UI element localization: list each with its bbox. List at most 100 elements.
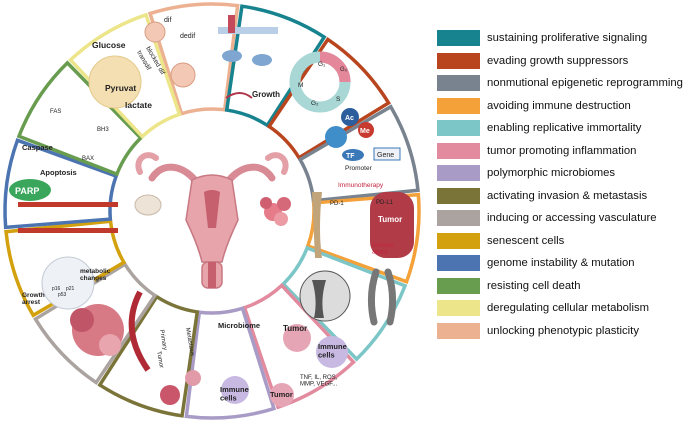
legend-label: deregulating cellular metabolism <box>487 302 650 315</box>
legend-item: unlocking phenotypic plasticity <box>437 320 682 343</box>
g2-label: G₂ <box>311 100 319 107</box>
legend-swatch <box>437 142 480 159</box>
immortality-panel <box>299 268 397 326</box>
legend-label: unlocking phenotypic plasticity <box>487 324 639 337</box>
gene-label: Gene <box>377 152 394 159</box>
legend-swatch <box>437 300 480 317</box>
legend-label: polymorphic microbiomes <box>487 167 616 180</box>
vasculature-panel <box>70 290 151 372</box>
immune-destruction-panel: Tumor Immunotherapy PD-1 PD-L1 T cell Im… <box>312 182 414 258</box>
legend-item: activating invasion & metastasis <box>437 185 682 208</box>
tumor-label: Tumor <box>378 215 402 224</box>
legend-swatch <box>437 322 480 339</box>
legend-item: senescent cells <box>437 230 682 253</box>
tumor-label-2: Tumor <box>283 324 307 333</box>
legend-label: resisting cell death <box>487 279 581 292</box>
cell-death-panel: FAS BH3 BAX Caspase Apoptosis <box>22 109 109 177</box>
legend-label: sustaining proliferative signaling <box>487 32 648 45</box>
promoter-label: Promoter <box>345 165 373 172</box>
parp-label: PARP <box>15 186 39 196</box>
pdl1-label: PD-L1 <box>376 200 394 206</box>
bax-label: BAX <box>82 156 94 162</box>
legend-label: tumor promoting inflammation <box>487 144 637 157</box>
legend-label: senescent cells <box>487 234 565 247</box>
proliferative-panel: Growth <box>218 15 280 99</box>
legend-label: activating invasion & metastasis <box>487 189 648 202</box>
legend-swatch <box>437 30 480 47</box>
legend-item: inducing or accessing vasculature <box>437 207 682 230</box>
legend-label: avoiding immune destruction <box>487 99 631 112</box>
wheel-segment <box>224 4 327 128</box>
legend-item: tumor promoting inflammation <box>437 140 682 163</box>
primary-tumor-label: PrimaryTumor <box>152 329 171 368</box>
legend-label: genome instability & mutation <box>487 257 635 270</box>
legend-swatch <box>437 75 480 92</box>
s-label: S <box>336 96 341 103</box>
legend-item: deregulating cellular metabolism <box>437 297 682 320</box>
bh3-label: BH3 <box>97 127 109 133</box>
apoptosis-label: Apoptosis <box>40 168 77 177</box>
legend-label: inducing or accessing vasculature <box>487 212 657 225</box>
metabolism-panel: Glucose Pyruvat lactate <box>88 40 152 110</box>
legend-swatch <box>437 97 480 114</box>
tcell-label: T cell <box>325 238 344 247</box>
legend-label: enabling replicative immortality <box>487 122 642 135</box>
ac-label: Ac <box>345 115 354 122</box>
ovarian-tumor-icon <box>260 197 291 226</box>
legend-swatch <box>437 255 480 272</box>
legend-swatch <box>437 52 480 69</box>
uterus-illustration <box>117 116 307 306</box>
caspase-label: Caspase <box>22 143 53 152</box>
tumor-label-3: Tumor <box>270 390 293 399</box>
legend-item: avoiding immune destruction <box>437 95 682 118</box>
legend-item: polymorphic microbiomes <box>437 162 682 185</box>
metastasis-panel: PrimaryTumor Metastasis <box>152 327 201 405</box>
hallmarks-legend: sustaining proliferative signaling evadin… <box>437 27 683 343</box>
legend-label: evading growth suppressors <box>487 54 629 67</box>
wheel-segment <box>184 306 277 420</box>
p21-label: p21 <box>66 286 75 292</box>
legend-item: genome instability & mutation <box>437 252 682 275</box>
dedif-label: dedif <box>180 33 195 40</box>
microbiome-label: Microbiome <box>218 321 260 330</box>
g0-label: G₀ <box>340 67 348 73</box>
legend-label: nonmutional epigenetic reprogramming <box>487 77 683 90</box>
epigenetic-panel: Ac Me TF Gene Promoter <box>325 108 401 172</box>
parp-panel: PARP <box>9 179 118 233</box>
lactate-label: lactate <box>125 100 152 110</box>
legend-item: resisting cell death <box>437 275 682 298</box>
legend-swatch <box>437 187 480 204</box>
legend-item: enabling replicative immortality <box>437 117 682 140</box>
wheel-segment <box>16 60 144 177</box>
pyruvat-label: Pyruvat <box>105 83 136 93</box>
cell-cycle-panel: G₁ G₀ M S G₂ <box>289 51 351 113</box>
metastasis-label: Metastasis <box>184 327 195 356</box>
legend-swatch <box>437 165 480 182</box>
wheel-segment <box>147 2 240 116</box>
legend-item: evading growth suppressors <box>437 50 682 73</box>
glucose-label: Glucose <box>92 40 126 50</box>
dif-label: dif <box>164 17 171 24</box>
legend-swatch <box>437 120 480 137</box>
g1-label: G₁ <box>318 61 326 68</box>
immunotherapy-label: Immunotherapy <box>338 182 384 189</box>
legend-swatch <box>437 232 480 249</box>
pd1-label: PD-1 <box>330 201 344 207</box>
tf-label: TF <box>346 153 355 160</box>
plasticity-panel: dif dedif blocked dif transdif <box>135 17 196 88</box>
wheel-segment <box>266 37 391 161</box>
growth-label: Growth <box>252 90 280 99</box>
p53-label: p53 <box>58 292 67 298</box>
hallmarks-wheel: dif dedif blocked dif transdif Growth G₁… <box>3 2 421 420</box>
p16-label: p16 <box>52 286 61 292</box>
legend-item: sustaining proliferative signaling <box>437 27 682 50</box>
legend-swatch <box>437 277 480 294</box>
cytokines-label: TNF, IL, ROS,MMP, VEGF... <box>300 375 338 388</box>
